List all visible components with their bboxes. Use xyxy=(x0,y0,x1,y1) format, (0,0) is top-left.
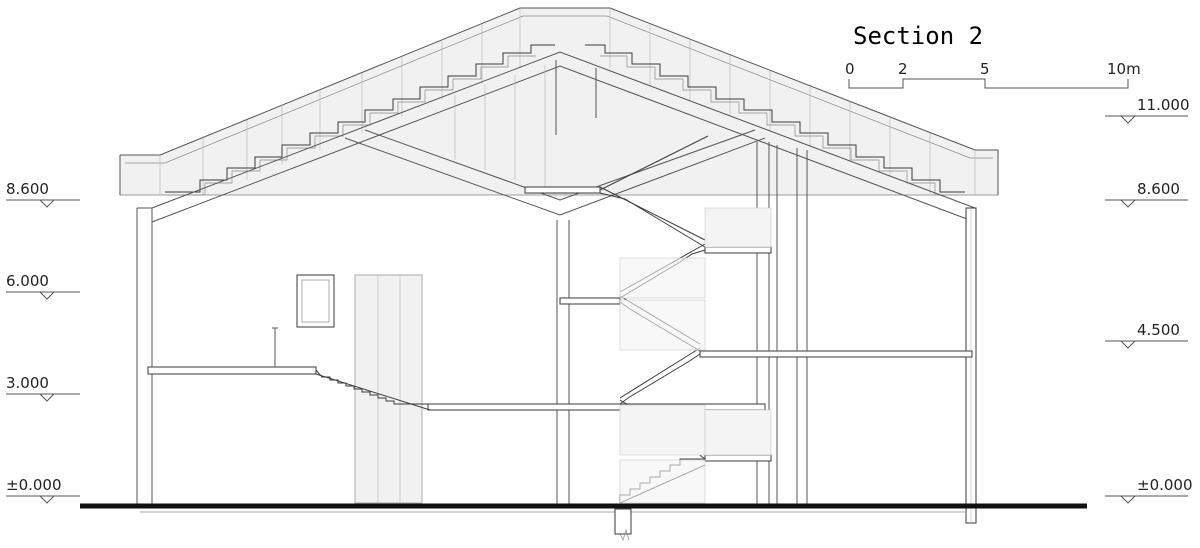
svg-text:±0.000: ±0.000 xyxy=(1137,476,1193,494)
stair-core xyxy=(599,135,772,504)
scale-label-5: 5 xyxy=(980,60,990,78)
level-marker-left-0000: ±0.000 xyxy=(6,476,80,504)
svg-text:8.600: 8.600 xyxy=(6,180,49,198)
svg-text:4.500: 4.500 xyxy=(1137,321,1180,339)
roof-steps-left xyxy=(165,44,555,196)
level-marker-left-8600: 8.600 xyxy=(6,180,80,208)
level-marker-left-6000: 6.000 xyxy=(6,272,80,300)
level-marker-right-8600: 8.600 xyxy=(1105,180,1188,208)
interior-glass-partition xyxy=(354,274,423,504)
svg-text:8.600: 8.600 xyxy=(1137,180,1180,198)
svg-text:±0.000: ±0.000 xyxy=(6,476,62,494)
interior-window xyxy=(296,274,335,328)
level-marker-right-4500: 4.500 xyxy=(1105,321,1188,349)
svg-text:3.000: 3.000 xyxy=(6,374,49,392)
level-markers-right: 11.000 8.600 4.500 ±0.000 xyxy=(1105,96,1193,504)
level-markers-left: 8.600 6.000 3.000 ±0.000 xyxy=(6,180,80,504)
ground-line xyxy=(80,503,1087,541)
level-marker-left-3000: 3.000 xyxy=(6,374,80,402)
svg-text:6.000: 6.000 xyxy=(6,272,49,290)
gable-frame xyxy=(151,51,976,223)
scale-bar: 0 2 5 10m xyxy=(845,60,1141,89)
level-marker-right-0000: ±0.000 xyxy=(1105,476,1193,504)
level-marker-right-11000: 11.000 xyxy=(1105,96,1190,124)
scale-label-2: 2 xyxy=(898,60,908,78)
scale-label-10m: 10m xyxy=(1107,60,1141,78)
svg-text:11.000: 11.000 xyxy=(1137,96,1190,114)
roof-steps-right xyxy=(585,44,965,196)
scale-label-0: 0 xyxy=(845,60,855,78)
drawing-title: Section 2 xyxy=(853,22,983,50)
floor-slabs xyxy=(147,186,973,462)
stair-mezzanine xyxy=(315,369,431,411)
